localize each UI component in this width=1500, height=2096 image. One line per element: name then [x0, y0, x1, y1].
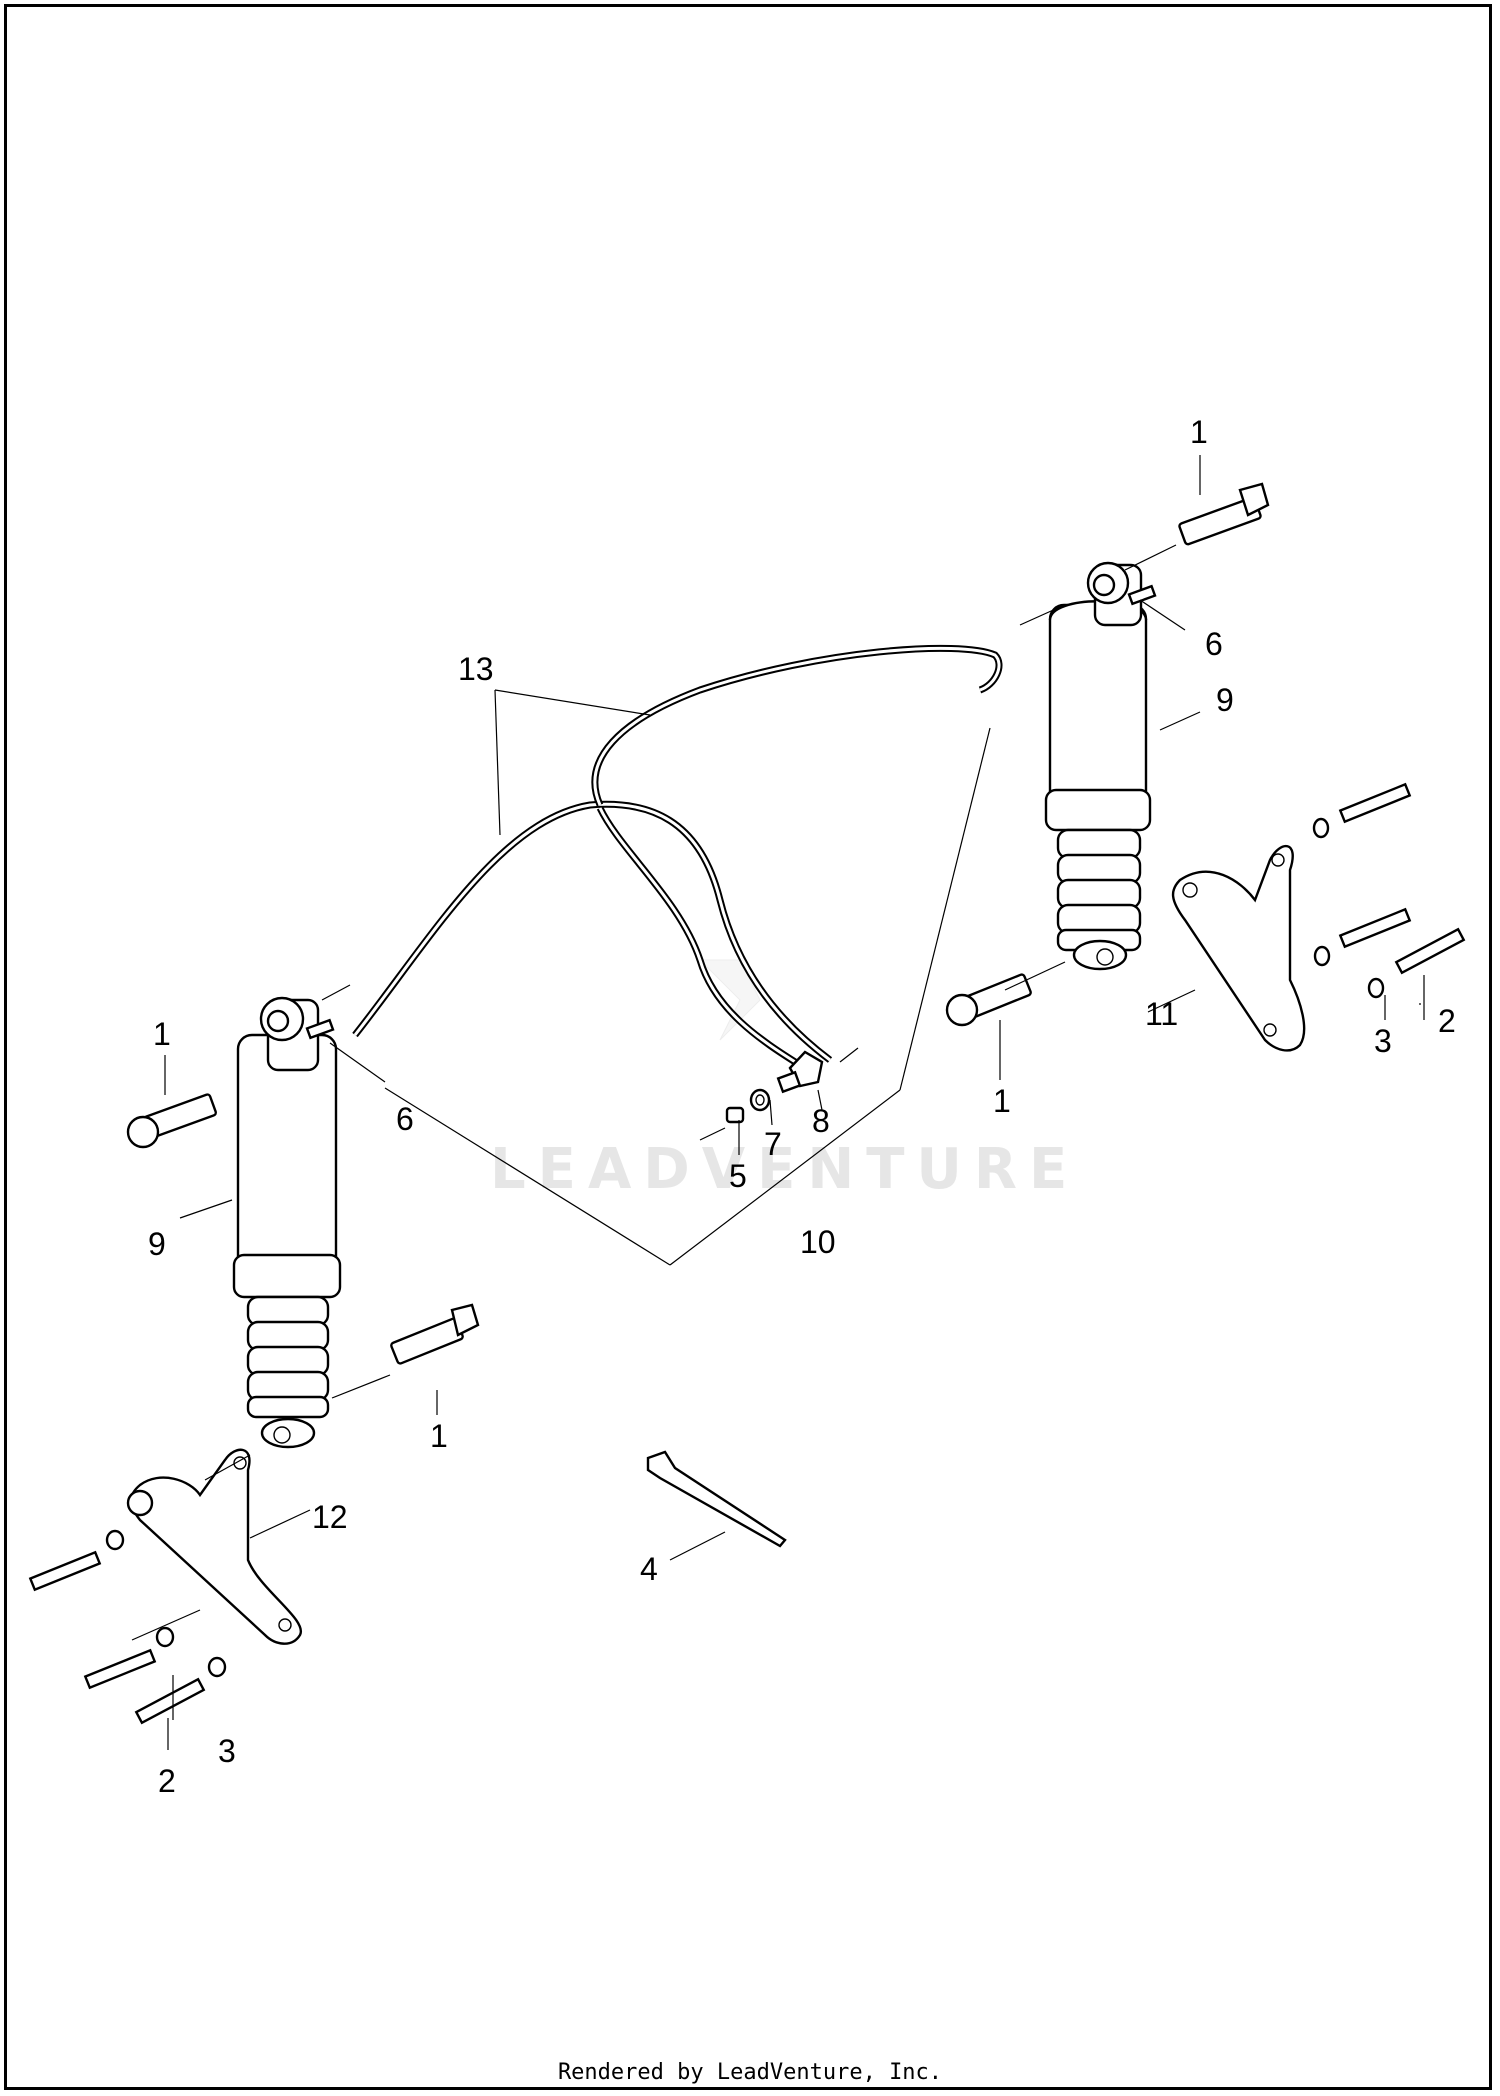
- bolt-right-upper: [1178, 482, 1270, 546]
- bolt-left-c: [134, 1677, 206, 1725]
- footer-credit: Rendered by LeadVenture, Inc.: [557, 2060, 943, 2085]
- callout-1-top-right: 1: [1190, 414, 1208, 450]
- washer-right-2: [1313, 945, 1331, 967]
- bolt-left-b: [83, 1648, 157, 1690]
- bolt-right-c: [1394, 927, 1466, 975]
- bolt-left-upper: [126, 1093, 218, 1149]
- elbow-fitting: [776, 1050, 824, 1094]
- washer-left-3: [207, 1656, 227, 1678]
- cable-tie: [646, 1450, 787, 1548]
- air-line-hose: [352, 644, 1003, 1068]
- washer-left-1: [105, 1529, 125, 1551]
- o-ring: [749, 1088, 771, 1112]
- callout-11: 11: [1145, 996, 1178, 1032]
- callout-13: 13: [458, 651, 494, 687]
- callout-9-right: 9: [1216, 682, 1234, 718]
- callout-1-center: 1: [430, 1418, 448, 1454]
- callout-4: 4: [640, 1551, 658, 1587]
- callout-9-left: 9: [148, 1226, 166, 1262]
- right-bracket: [1171, 844, 1306, 1052]
- washer-right-1: [1312, 817, 1330, 839]
- bolt-right-a: [1338, 782, 1412, 824]
- small-fitting: [725, 1106, 745, 1124]
- diagram-border: [4, 4, 1492, 2090]
- callout-10: 10: [800, 1224, 836, 1260]
- bolt-left-lower: [390, 1303, 480, 1365]
- left-bracket: [126, 1448, 303, 1645]
- callout-7: 7: [764, 1126, 782, 1162]
- watermark-text: LEADVENTURE: [490, 1137, 1079, 1202]
- callout-2-right: 2: [1438, 1003, 1456, 1039]
- callout-8: 8: [812, 1103, 830, 1139]
- washer-right-3: [1367, 977, 1385, 999]
- callout-3-left: 3: [218, 1733, 236, 1769]
- left-shock-absorber: [232, 996, 342, 1449]
- bolt-right-lower: [945, 973, 1032, 1027]
- callout-12: 12: [312, 1499, 348, 1535]
- callout-1-left: 1: [153, 1016, 171, 1052]
- washer-left-2: [155, 1626, 175, 1648]
- bolt-right-b: [1338, 907, 1412, 949]
- right-shock-absorber: [1044, 561, 1157, 971]
- callout-6-right: 6: [1205, 626, 1223, 662]
- bolt-left-a: [28, 1550, 102, 1592]
- callout-3-right: 3: [1374, 1023, 1392, 1059]
- callout-6-left: 6: [396, 1101, 414, 1137]
- callout-5: 5: [729, 1158, 747, 1194]
- callout-2-left: 2: [158, 1763, 176, 1799]
- leader-lines: [131, 455, 1425, 1750]
- callout-1-right-lower: 1: [993, 1083, 1011, 1119]
